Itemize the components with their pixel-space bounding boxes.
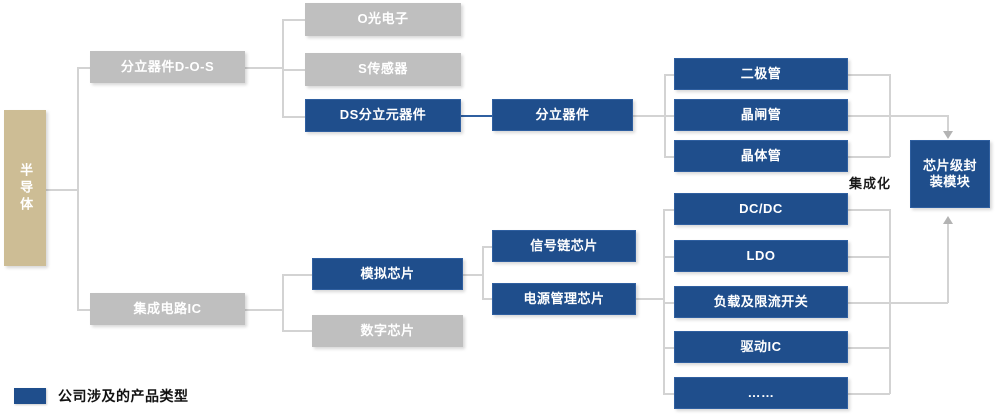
node-chip-scale-package-module-label: 芯片级封装模块: [922, 157, 977, 189]
connector-more-right: [848, 393, 890, 395]
node-transistor[interactable]: 晶体管: [674, 140, 848, 172]
node-discrete-dos-label: 分立器件D-O-S: [120, 58, 215, 74]
connector-analog-to-pmic: [482, 298, 492, 300]
connector-root-to-discrete: [77, 67, 91, 69]
node-transistor-label: 晶体管: [740, 147, 782, 163]
connector-pmic-to-driver-ic: [663, 347, 676, 349]
connector-pmic-to-ldo: [663, 256, 676, 258]
node-more-products[interactable]: ……: [674, 377, 848, 409]
connector-ds-to-discrete-group: [461, 115, 493, 117]
node-optoelectronic-label: O光电子: [357, 11, 409, 27]
connector-thyristor-right: [848, 115, 890, 117]
node-digital-chip-label: 数字芯片: [360, 322, 415, 338]
connector-ldo-right: [848, 256, 890, 258]
node-diode[interactable]: 二极管: [674, 58, 848, 90]
node-ldo[interactable]: LDO: [674, 240, 848, 272]
node-signal-chain-chip[interactable]: 信号链芯片: [492, 230, 636, 262]
node-integrated-circuit-ic[interactable]: 集成电路IC: [90, 293, 245, 325]
connector-pmic-to-dcdc: [663, 209, 676, 211]
connector-analog-spine: [482, 246, 484, 299]
connector-transistor-right: [848, 156, 890, 158]
node-discrete-device-label: 分立器件: [535, 106, 590, 122]
node-sensor[interactable]: S传感器: [305, 53, 461, 86]
node-ds-discrete-component[interactable]: DS分立元器件: [305, 99, 461, 132]
node-driver-ic[interactable]: 驱动IC: [674, 331, 848, 363]
node-ds-discrete-component-label: DS分立元器件: [339, 107, 427, 123]
connector-dcdc-right: [848, 209, 890, 211]
connector-dos-spine: [282, 19, 284, 117]
connector-pmic-merge: [889, 209, 891, 394]
connector-pmic-out: [636, 298, 664, 300]
connector-merge-to-module-top: [889, 115, 948, 117]
node-semiconductor[interactable]: 半导体: [4, 110, 46, 266]
connector-driver-ic-right: [848, 347, 890, 349]
node-analog-chip[interactable]: 模拟芯片: [312, 258, 463, 290]
node-sensor-label: S传感器: [358, 61, 408, 77]
connector-root-spine: [77, 67, 79, 311]
node-power-management-chip[interactable]: 电源管理芯片: [492, 283, 636, 315]
node-signal-chain-chip-label: 信号链芯片: [530, 237, 598, 253]
node-load-and-current-limit-switch[interactable]: 负载及限流开关: [674, 286, 848, 318]
caption-integration: 集成化: [849, 176, 892, 191]
connector-dos-to-sensor: [282, 69, 306, 71]
node-dc-dc[interactable]: DC/DC: [674, 193, 848, 225]
connector-diode-right: [848, 74, 890, 76]
connector-module-top-drop: [947, 115, 949, 132]
connector-ic-to-digital: [282, 330, 313, 332]
node-more-products-label: ……: [747, 384, 775, 400]
connector-analog-to-signal-chain: [482, 246, 492, 248]
node-dc-dc-label: DC/DC: [739, 200, 783, 216]
node-driver-ic-label: 驱动IC: [740, 338, 782, 354]
legend-label: 公司涉及的产品类型: [58, 388, 189, 404]
node-discrete-dos[interactable]: 分立器件D-O-S: [90, 51, 245, 83]
connector-dos-out: [245, 67, 283, 69]
connector-analog-out: [463, 274, 483, 276]
node-semiconductor-label: 半导体: [18, 162, 34, 214]
node-optoelectronic[interactable]: O光电子: [305, 3, 461, 36]
node-thyristor-label: 晶闸管: [740, 106, 782, 122]
connector-root-to-ic: [77, 309, 91, 311]
legend: 公司涉及的产品类型: [14, 386, 189, 406]
connector-discrete-to-diode: [664, 74, 676, 76]
connector-pmic-to-load-switch: [663, 302, 676, 304]
connector-ic-out: [245, 309, 283, 311]
connector-discrete-to-transistor: [664, 156, 676, 158]
connector-merge-to-module-bottom: [889, 302, 948, 304]
connector-load-switch-right: [848, 302, 890, 304]
connector-root-stub: [46, 189, 78, 191]
node-diode-label: 二极管: [740, 65, 782, 81]
connector-pmic-spine: [663, 209, 665, 394]
node-ldo-label: LDO: [746, 247, 776, 263]
arrow-into-module-top: [943, 131, 953, 139]
node-thyristor[interactable]: 晶闸管: [674, 99, 848, 131]
node-integrated-circuit-ic-label: 集成电路IC: [133, 300, 202, 316]
node-digital-chip[interactable]: 数字芯片: [312, 315, 463, 347]
connector-ic-spine: [282, 274, 284, 331]
node-load-and-current-limit-switch-label: 负载及限流开关: [713, 293, 809, 309]
connector-discrete-group-out: [633, 115, 665, 117]
arrow-into-module-bottom: [943, 216, 953, 224]
node-power-management-chip-label: 电源管理芯片: [523, 290, 605, 306]
connector-dos-to-optoelectronic: [282, 19, 306, 21]
node-chip-scale-package-module[interactable]: 芯片级封装模块: [910, 140, 990, 208]
connector-ic-to-analog: [282, 274, 313, 276]
connector-pmic-to-more: [663, 393, 676, 395]
node-discrete-device[interactable]: 分立器件: [492, 99, 633, 131]
node-analog-chip-label: 模拟芯片: [360, 265, 415, 281]
connector-dos-to-ds: [282, 116, 306, 118]
legend-swatch: [14, 388, 46, 404]
connector-module-bottom-rise: [947, 224, 949, 303]
connector-discrete-to-thyristor: [664, 115, 676, 117]
